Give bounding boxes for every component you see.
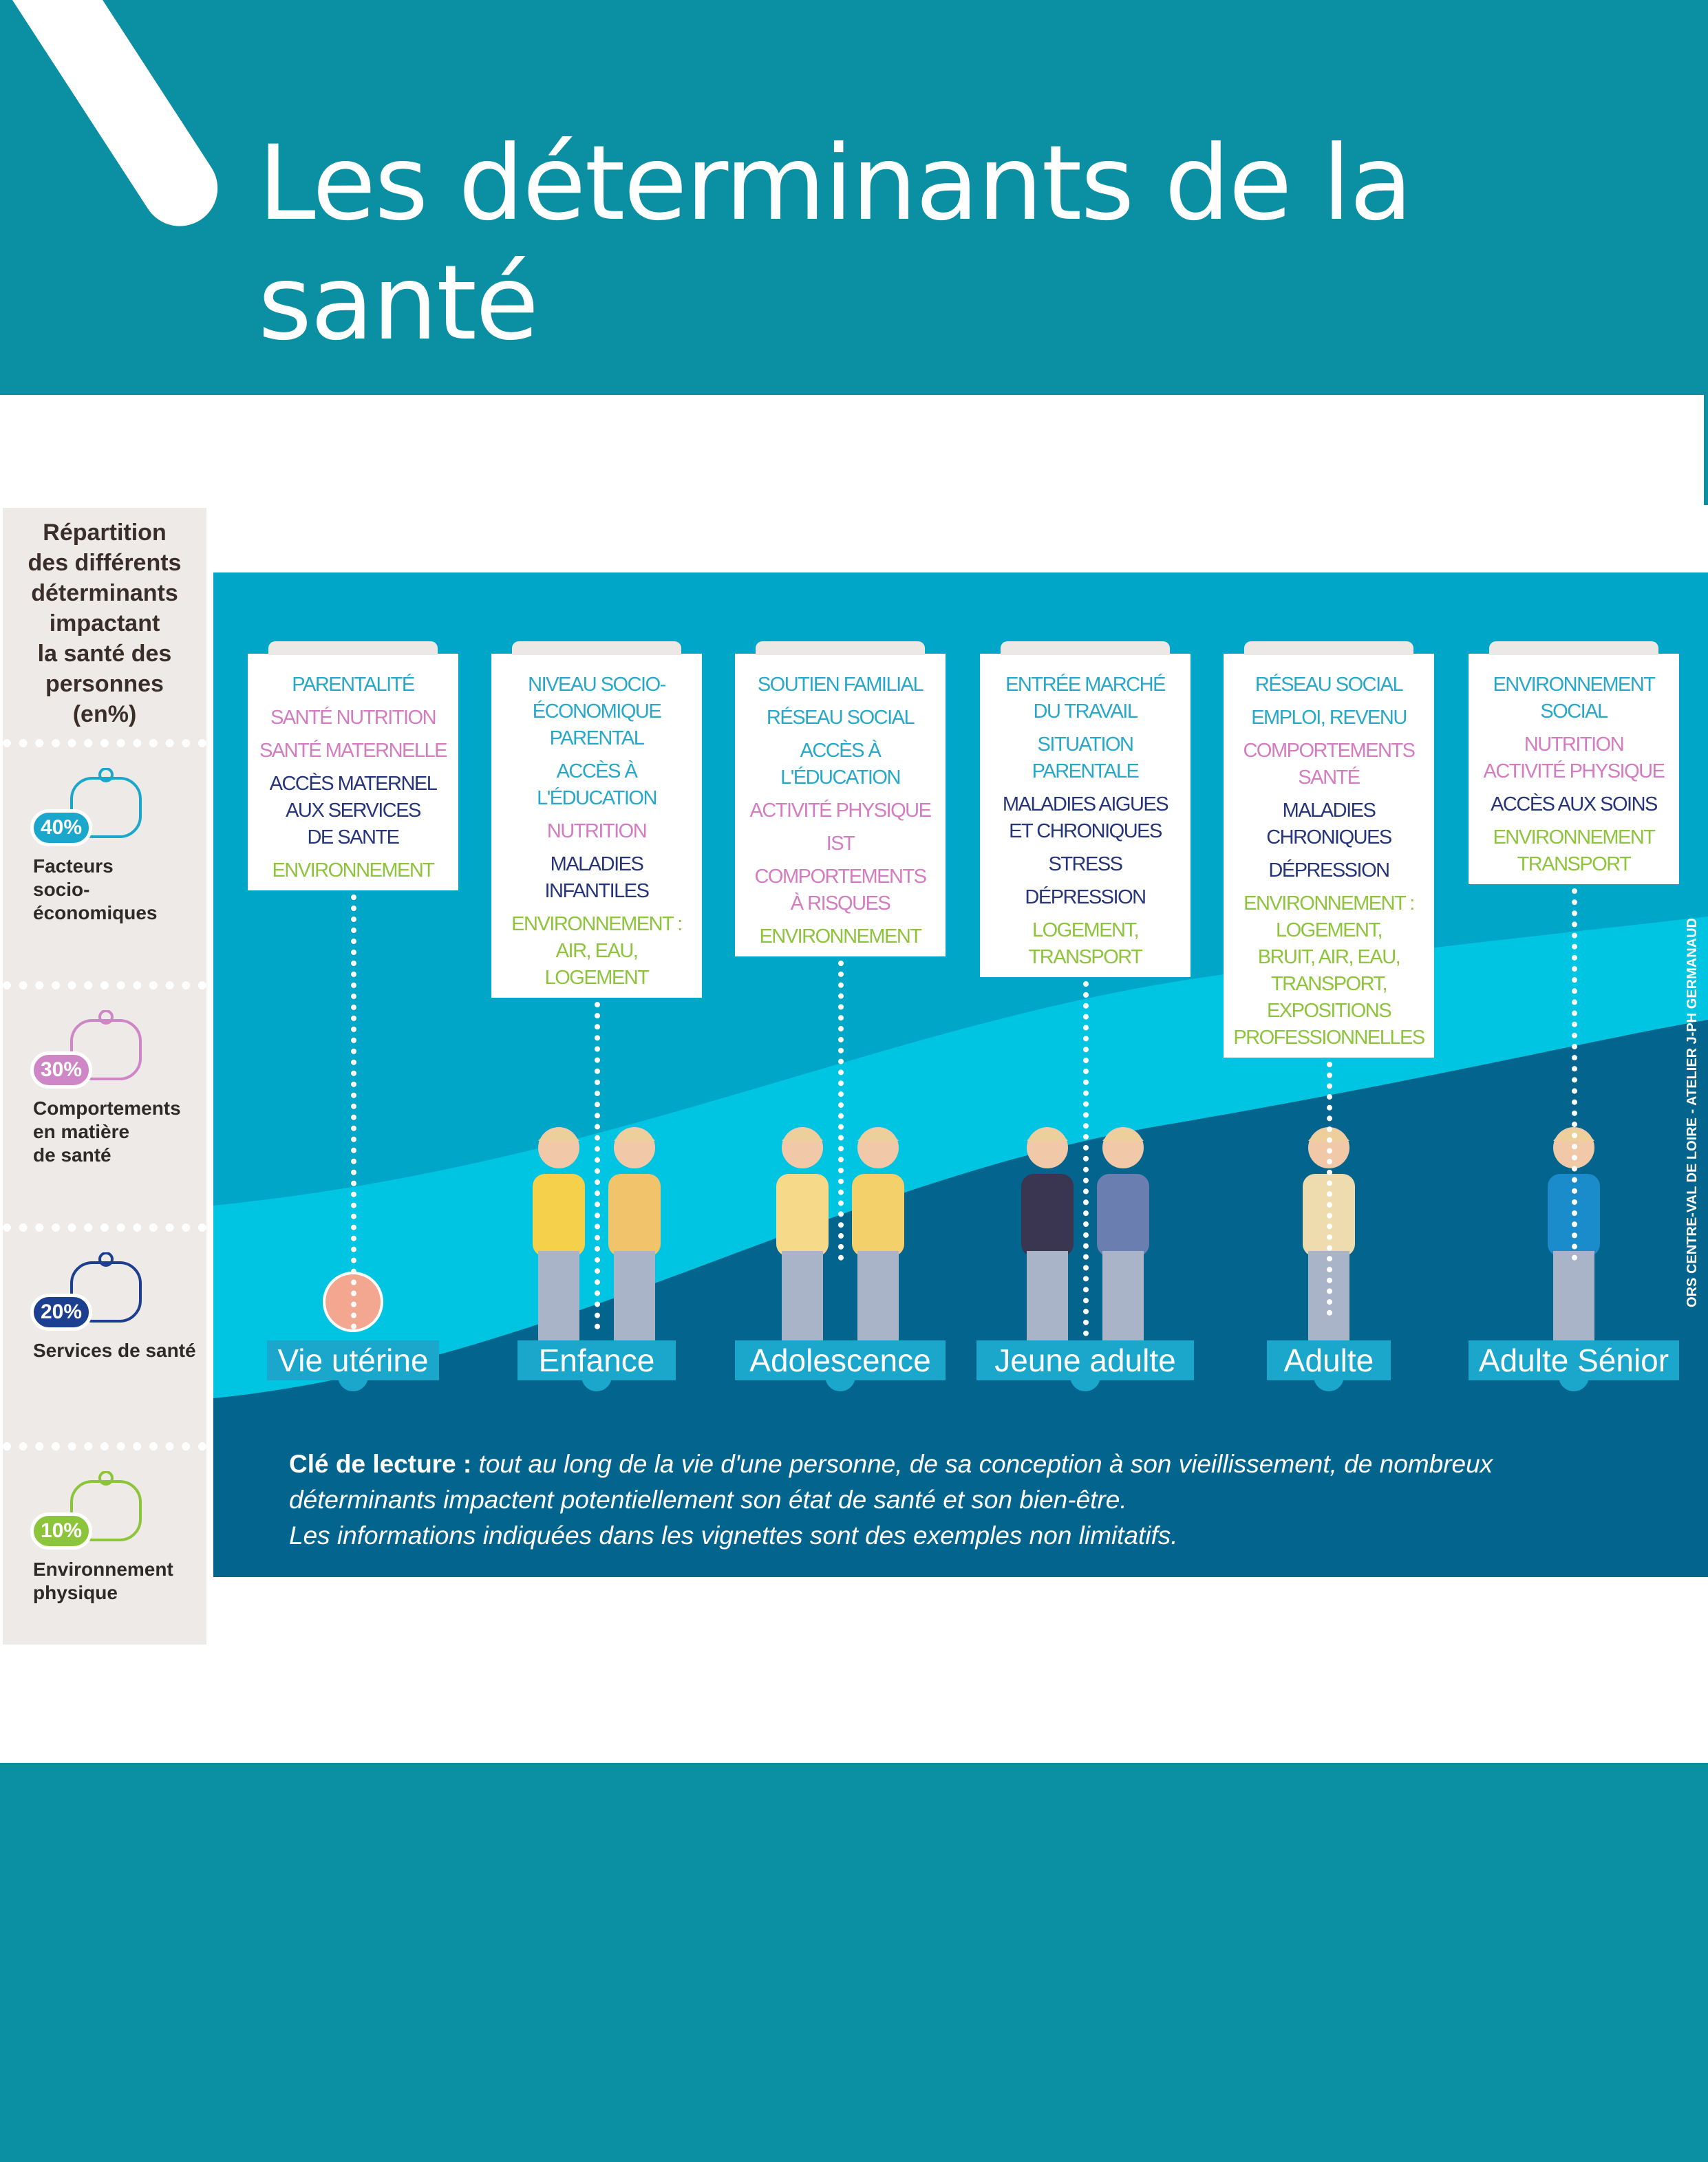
determinant-item: ENVIRONNEMENT TRANSPORT <box>1493 826 1656 875</box>
caption-key: Clé de lecture : <box>289 1450 472 1478</box>
determinant-item: ENVIRONNEMENT <box>272 859 435 881</box>
stethoscope-icon <box>70 1252 142 1323</box>
determinants-distribution-panel: Répartition des différents déterminants … <box>3 508 206 1645</box>
determinant-item: IST <box>826 833 855 855</box>
determinant-item: EMPLOI, REVENU <box>1251 707 1407 729</box>
percent-badge: 30% <box>30 1051 92 1089</box>
card-tab <box>1001 641 1170 655</box>
determinant-item: ACCÈS MATERNEL AUX SERVICES DE SANTE <box>269 773 438 848</box>
category-label: Facteurs socio- économiques <box>33 855 158 923</box>
determinant-item: COMPORTEMENTS À RISQUES <box>754 866 927 914</box>
stage-card-6: ENVIRONNEMENT SOCIAL NUTRITION ACTIVITÉ P… <box>1469 641 1679 884</box>
category-label: Environnement physique <box>33 1559 173 1603</box>
stage-card-5: RÉSEAU SOCIAL EMPLOI, REVENU COMPORTEMENTS… <box>1224 641 1434 1058</box>
dotted-separator <box>3 739 206 747</box>
stage-card-4: ENTRÉE MARCHÉ DU TRAVAIL SITUATION PARENT… <box>980 641 1191 977</box>
dotted-separator <box>3 981 206 989</box>
stage-card-2: NIVEAU SOCIO- ÉCONOMIQUE PARENTAL ACCÈS À… <box>491 641 702 998</box>
dotted-connector <box>1327 1062 1332 1316</box>
determinant-item: NUTRITION <box>546 820 648 842</box>
dotted-connector <box>595 1002 600 1329</box>
edge-strip <box>1704 395 1708 505</box>
determinant-item: SANTÉ MATERNELLE <box>259 740 447 762</box>
stage-label-3: Adolescence <box>735 1340 946 1391</box>
determinant-item: MALADIES CHRONIQUES <box>1266 800 1392 848</box>
determinant-item: PARENTALITÉ <box>292 674 415 696</box>
header-banner: Les déterminants de la santé <box>0 0 1708 395</box>
decorative-slash <box>0 0 233 241</box>
dotted-connector <box>838 961 844 1261</box>
caption-line-3: Les informations indiquées dans les vign… <box>289 1521 1178 1550</box>
determinant-item: SITUATION PARENTALE <box>1032 734 1140 782</box>
stage-card-1: PARENTALITÉ SANTÉ NUTRITION SANTÉ MATERNEL… <box>248 641 458 890</box>
dotted-connector <box>1083 981 1089 1336</box>
footer-band <box>0 1763 1708 2162</box>
card-tab <box>1489 641 1658 655</box>
stage-card-3: SOUTIEN FAMILIAL RÉSEAU SOCIAL ACCÈS À L'É… <box>735 641 946 956</box>
determinant-item: SOUTIEN FAMILIAL <box>757 674 924 696</box>
stage-label-6: Adulte Sénior <box>1469 1340 1679 1391</box>
determinant-item: NUTRITION ACTIVITÉ PHYSIQUE <box>1483 734 1665 782</box>
determinant-item: ENTRÉE MARCHÉ DU TRAVAIL <box>1005 674 1166 723</box>
determinant-item: MALADIES INFANTILES <box>544 853 650 902</box>
person-illustration <box>776 1127 904 1340</box>
piggy-bank-icon <box>70 768 142 838</box>
category-label: Comportements en matière de santé <box>33 1098 181 1166</box>
percent-badge: 20% <box>30 1294 92 1331</box>
stage-label-2: Enfance <box>517 1340 676 1391</box>
person-icon <box>70 1010 142 1080</box>
determinant-item: ENVIRONNEMENT SOCIAL <box>1493 674 1656 723</box>
person-illustration <box>533 1127 661 1340</box>
caption-line-1: tout au long de la vie d'une personne, d… <box>471 1450 1493 1478</box>
stage-label-5: Adulte <box>1267 1340 1391 1391</box>
caption-line-2: déterminants impactent potentiellement s… <box>289 1486 1127 1514</box>
life-stages-infographic: PARENTALITÉ SANTÉ NUTRITION SANTÉ MATERNEL… <box>213 572 1708 1577</box>
credit-text: ORS CENTRE-VAL DE LOIRE - ATELIER J-PH G… <box>1685 918 1700 1307</box>
card-tab <box>512 641 681 655</box>
category-label: Services de santé <box>33 1340 196 1361</box>
determinant-item: ENVIRONNEMENT : LOGEMENT, BRUIT, AIR, EA… <box>1233 892 1425 1049</box>
determinant-item: LOGEMENT, TRANSPORT <box>1028 919 1143 968</box>
determinant-item: NIVEAU SOCIO- ÉCONOMIQUE PARENTAL <box>528 674 666 749</box>
card-tab <box>1244 641 1413 655</box>
panel-heading: Répartition des différents déterminants … <box>28 520 182 727</box>
determinant-item: COMPORTEMENTS SANTÉ <box>1243 740 1416 789</box>
dotted-separator <box>3 1223 206 1232</box>
determinant-item: ENVIRONNEMENT <box>759 925 922 948</box>
determinant-item: ENVIRONNEMENT : AIR, EAU, LOGEMENT <box>511 913 683 989</box>
page-title: Les déterminants de la santé <box>258 124 1413 363</box>
determinant-item: ACTIVITÉ PHYSIQUE <box>749 800 932 822</box>
percent-badge: 40% <box>30 809 92 846</box>
determinant-item: STRESS <box>1048 853 1123 875</box>
stage-label-1: Vie utérine <box>267 1340 439 1391</box>
reading-key-caption: Clé de lecture : tout au long de la vie … <box>289 1446 1665 1554</box>
person-illustration <box>1021 1127 1149 1340</box>
determinant-item: ACCÈS À L'ÉDUCATION <box>780 740 901 789</box>
card-tab <box>268 641 438 655</box>
stage-label-4: Jeune adulte <box>976 1340 1194 1391</box>
determinant-item: DÉPRESSION <box>1025 886 1146 908</box>
determinant-item: MALADIES AIGUES ET CHRONIQUES <box>1002 793 1169 842</box>
card-tab <box>756 641 925 655</box>
determinant-item: RÉSEAU SOCIAL <box>1255 674 1404 696</box>
determinant-item: RÉSEAU SOCIAL <box>766 707 915 729</box>
plant-house-icon <box>70 1471 142 1541</box>
determinant-item: DÉPRESSION <box>1268 859 1390 881</box>
percent-badge: 10% <box>30 1512 92 1550</box>
determinant-item: SANTÉ NUTRITION <box>270 707 437 729</box>
determinant-item: ACCÈS À L'ÉDUCATION <box>537 760 657 809</box>
dotted-connector <box>1572 888 1577 1261</box>
dotted-separator <box>3 1442 206 1451</box>
dotted-connector <box>351 895 356 1329</box>
determinant-item: ACCÈS AUX SOINS <box>1491 793 1658 815</box>
